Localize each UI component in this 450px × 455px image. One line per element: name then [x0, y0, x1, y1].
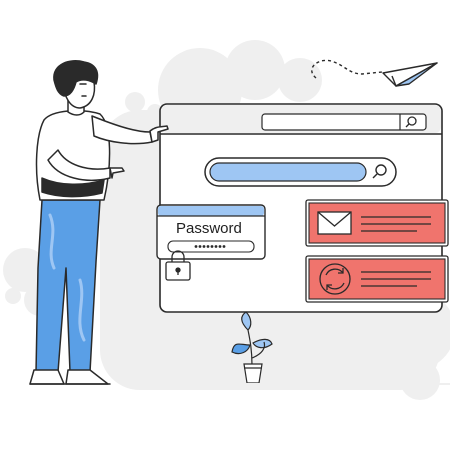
paper-plane-icon	[311, 59, 438, 87]
refresh-text-lines	[361, 271, 431, 287]
password-label: Password	[176, 220, 242, 237]
person-figure	[29, 60, 169, 385]
lock-icon	[165, 250, 191, 281]
mail-icon	[317, 211, 352, 235]
password-dots	[194, 245, 226, 248]
mail-text-lines	[361, 216, 431, 232]
plant-icon	[231, 311, 273, 384]
refresh-icon	[319, 263, 351, 295]
search-icon[interactable]	[372, 164, 387, 179]
search-icon[interactable]	[405, 116, 417, 128]
mail-card[interactable]	[305, 199, 449, 247]
password-card	[156, 204, 266, 281]
search-bar[interactable]	[204, 157, 397, 187]
address-bar[interactable]	[261, 113, 427, 131]
refresh-card[interactable]	[305, 255, 449, 303]
password-field[interactable]	[167, 240, 255, 253]
